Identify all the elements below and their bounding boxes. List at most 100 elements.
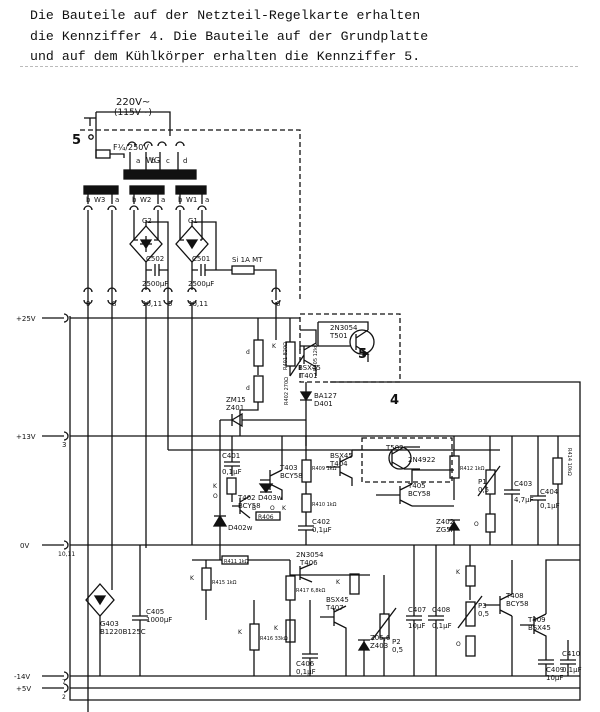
c405-value: 1000µF	[146, 616, 172, 624]
capacitor-c405	[132, 545, 148, 676]
r402-mark: d	[246, 385, 250, 392]
t403-name: T403	[279, 464, 298, 472]
r406-label: R406	[258, 514, 274, 521]
c409-value: 10µF	[546, 674, 563, 682]
resistor-r418	[285, 619, 296, 643]
wg-pin-d: d	[183, 157, 187, 165]
r406-mark-b: B	[252, 505, 256, 512]
c402-label: C402	[312, 518, 330, 526]
capacitor-c501	[192, 264, 232, 276]
c502-label: C502	[146, 255, 164, 263]
capacitor-c401	[224, 436, 240, 476]
p1-name: P1	[478, 478, 487, 486]
r419-mark: K	[336, 579, 341, 586]
c410-value: 0,1µF	[562, 666, 582, 674]
capacitor-c404	[530, 436, 546, 545]
resistor-r417	[285, 575, 296, 676]
r416-mark: K	[238, 629, 243, 636]
fuse-si-label: Si 1A MT	[232, 256, 263, 264]
wg-pin-c: c	[166, 157, 170, 165]
resistor-p3-lower	[465, 635, 476, 657]
g2-label: G2	[142, 217, 152, 225]
p2-value: 0,5	[392, 646, 403, 654]
r406-mark-o: O	[270, 505, 275, 512]
t408-type: BCY58	[506, 600, 529, 608]
header-line-3: und auf dem Kühlkörper erhalten die Kenn…	[30, 49, 421, 64]
t502-heatsink	[361, 437, 453, 483]
rectifier-g403	[85, 555, 115, 676]
resistor-r415	[201, 560, 212, 620]
w1-pin-a: a	[205, 196, 209, 204]
capacitor-c408	[428, 545, 444, 676]
g403-name: G403	[100, 620, 119, 628]
winding-w2	[129, 185, 165, 204]
mains-voltage: 220V~	[116, 97, 150, 108]
t407-name: T407	[325, 604, 344, 612]
p3-lower-mark: O	[456, 641, 461, 648]
resistor-r419	[349, 573, 360, 595]
r413-mark: O	[474, 521, 479, 528]
card-4-outline	[69, 316, 581, 701]
interconnect-wires	[168, 436, 580, 676]
t404-name: T404	[329, 460, 348, 468]
diode-d402	[212, 514, 228, 527]
instruction-text: Die Bauteile auf der Netzteil-Regelkarte…	[30, 6, 590, 68]
rail-0v-label: 0V	[20, 542, 29, 550]
resistor-r414	[552, 436, 563, 545]
capacitor-c410	[560, 640, 576, 676]
potentiometer-p3	[457, 595, 483, 629]
fuse-f1	[95, 149, 111, 159]
t405-name: T405	[407, 482, 426, 490]
c401-label: C401	[222, 452, 240, 460]
w2-label: W2	[140, 196, 151, 204]
t409-name: T409	[527, 616, 546, 624]
pin-10-11-b: 10,11	[188, 300, 208, 308]
rail-p5-pin: 2	[62, 694, 66, 701]
transistor-t407	[320, 605, 347, 676]
t502-name: T502	[385, 444, 404, 452]
w3-label: W3	[94, 196, 105, 204]
r414-label: R414 10kΩ	[566, 448, 572, 476]
w1-label: W1	[186, 196, 197, 204]
t401-type: BSX45	[298, 364, 321, 372]
fuse-si-wire	[254, 269, 277, 300]
g1-label: G1	[188, 217, 198, 225]
diode-d403	[258, 483, 274, 494]
pin-10-11-a: 10,11	[142, 300, 162, 308]
diode-d401	[299, 382, 313, 436]
transistor-t406	[289, 560, 370, 583]
w3-pin-a: a	[115, 196, 119, 204]
rail-m14-pin: 7	[62, 679, 66, 686]
z401-type: ZM15	[226, 396, 246, 404]
r417-label: R417 6,8kΩ	[296, 588, 325, 594]
wg-pins	[127, 141, 185, 170]
r420-mark: K	[456, 569, 461, 576]
winding-w3	[83, 185, 119, 204]
base-board-outline	[80, 129, 301, 300]
p1-value: 0,5	[478, 486, 489, 494]
transistor-t405	[376, 483, 413, 507]
r412-label: R412 1kΩ	[460, 466, 485, 472]
rail-m14-label: -14V	[14, 673, 30, 681]
z402-type: ZG5P	[436, 526, 455, 534]
pin-wires	[111, 302, 277, 555]
pin-8: 8	[112, 300, 116, 308]
c408-label: C408	[432, 606, 450, 614]
header-line-2: die Kennziffer 4. Die Bauteile auf der G…	[30, 28, 429, 44]
r411-label: R411 1kΩ	[224, 559, 249, 565]
rail-p5	[42, 683, 580, 693]
zener-z401	[219, 412, 306, 545]
t502-type: 2N4922	[408, 456, 436, 464]
p3-value: 0,5	[478, 610, 489, 618]
rail-p13	[42, 431, 580, 441]
transistor-t402	[231, 494, 251, 519]
t409-type: BSX45	[528, 624, 551, 632]
t407-type: BSX45	[326, 596, 349, 604]
capacitor-c502	[146, 264, 168, 276]
rail-0v	[42, 540, 580, 550]
r407-mark-o: O	[213, 493, 218, 500]
r415-mark: K	[190, 575, 195, 582]
r401-mark: d	[246, 349, 250, 356]
d401-type: BA127	[314, 392, 337, 400]
resistor-r402	[239, 375, 264, 436]
